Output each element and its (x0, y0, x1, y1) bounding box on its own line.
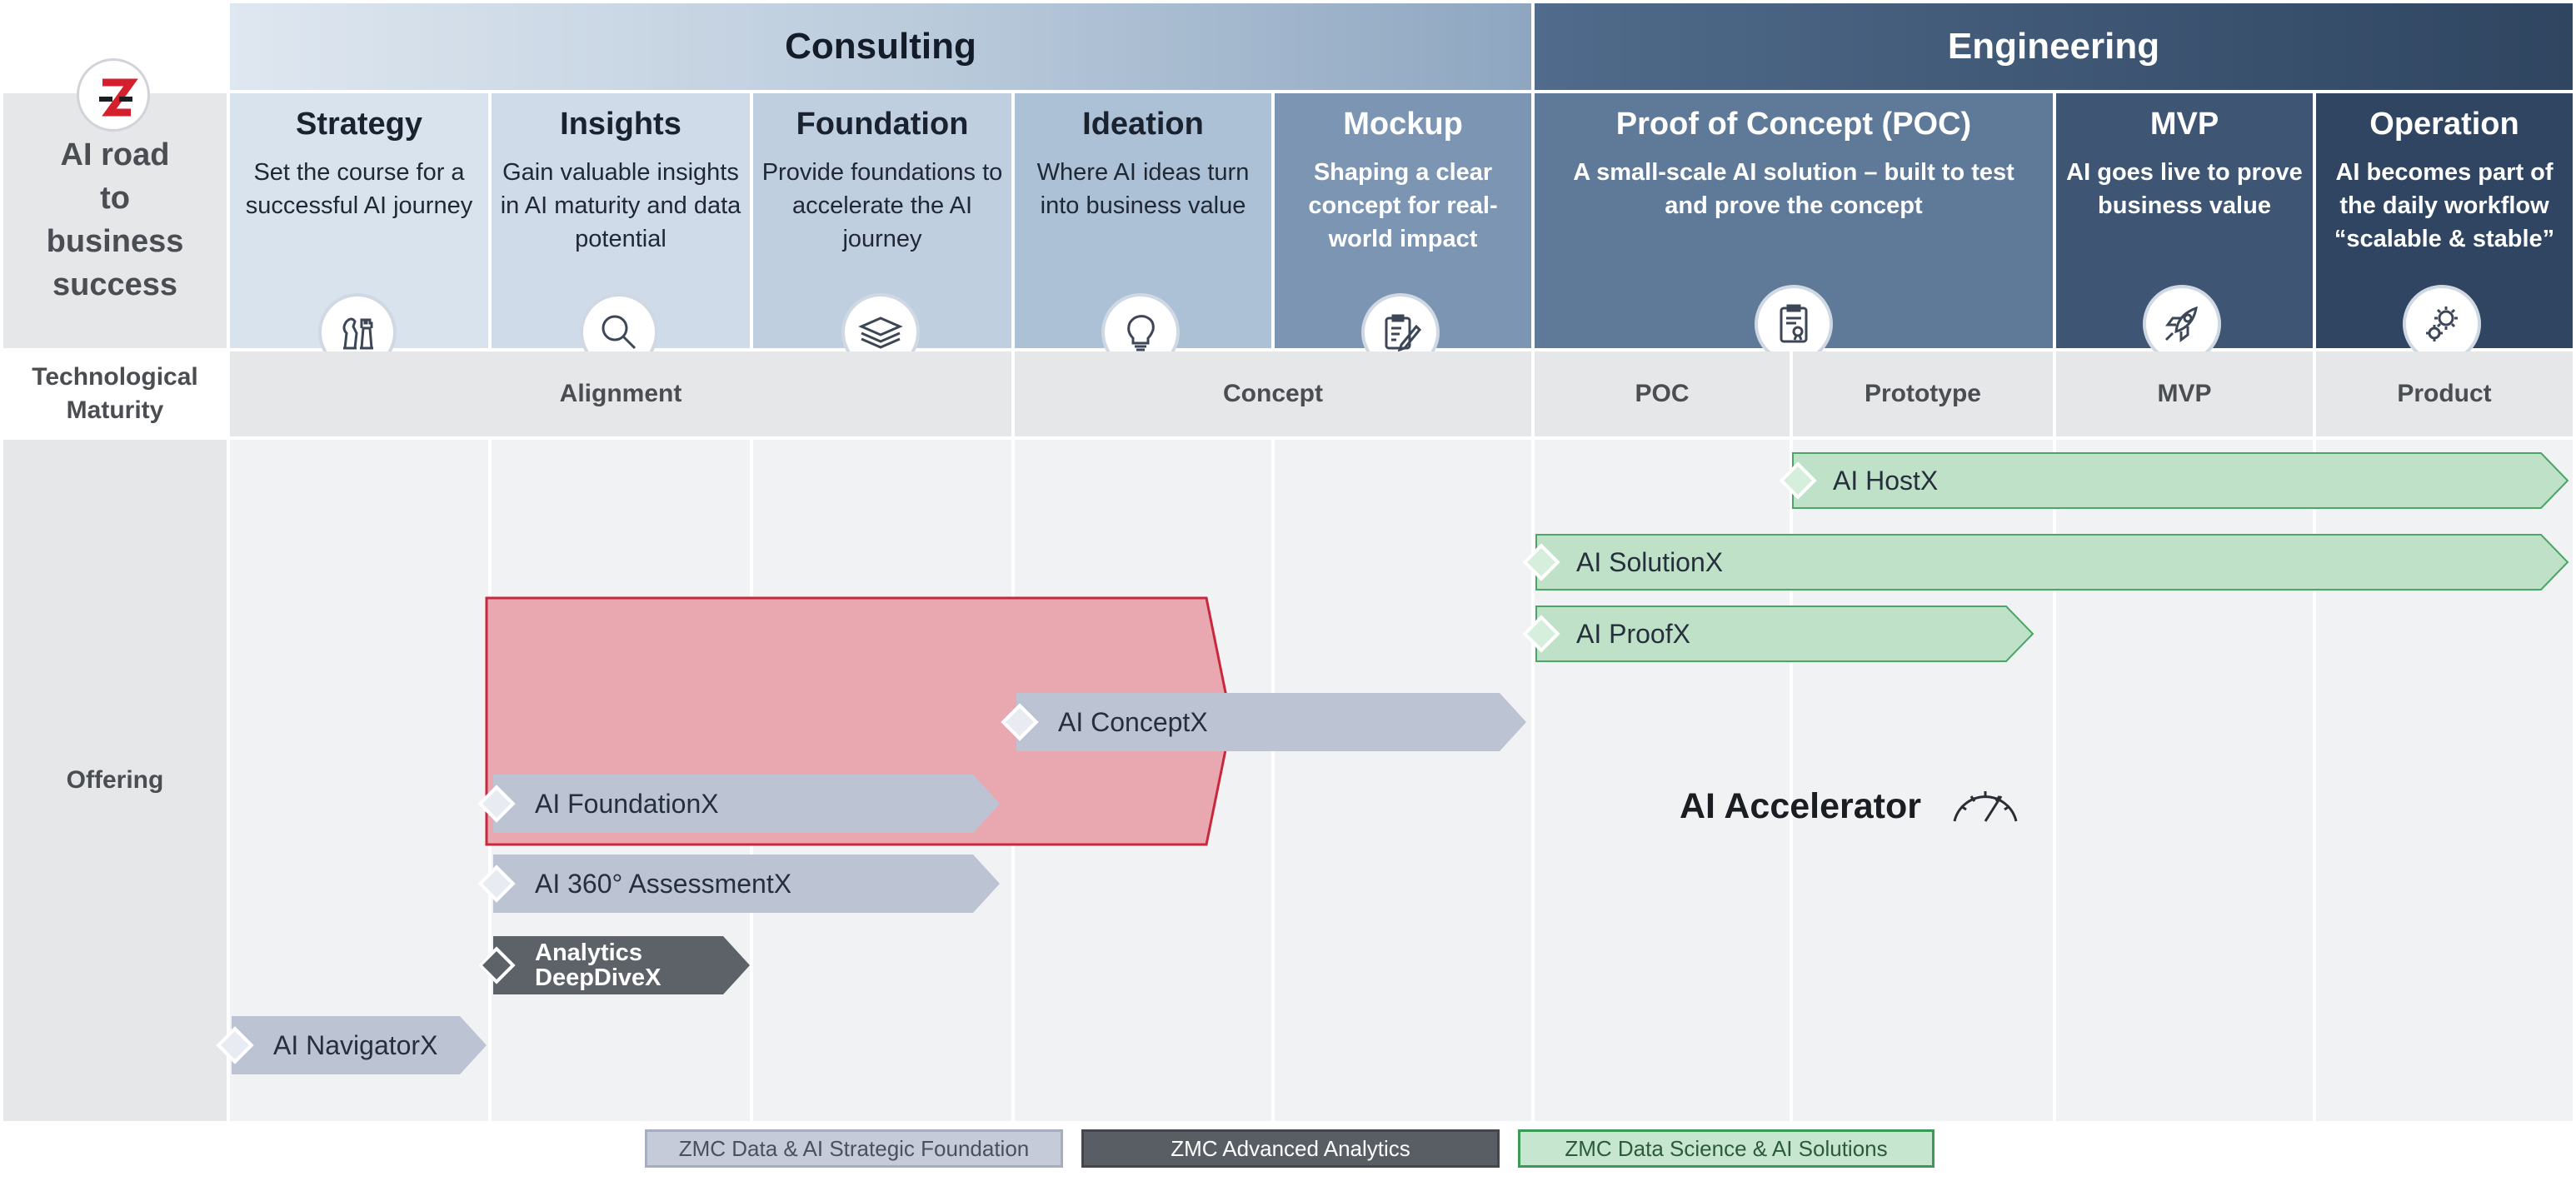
phase-foundation: Foundation Provide foundations to accele… (753, 93, 1011, 348)
road-title: AI road to business success (3, 133, 227, 306)
ai-conceptx-label: AI ConceptX (1058, 706, 1208, 737)
maturity-row (230, 351, 2573, 436)
legend-advanced-analytics: ZMC Advanced Analytics (1081, 1129, 1500, 1168)
phase-title: Mockup (1343, 107, 1463, 142)
road-title-line-1: AI road (60, 137, 170, 172)
ai-solutionx-label: AI SolutionX (1576, 546, 1724, 577)
legend-strategic-foundation: ZMC Data & AI Strategic Foundation (645, 1129, 1063, 1168)
road-title-line-3: business (46, 224, 184, 259)
consulting-title: Consulting (785, 26, 976, 67)
grid-line (2053, 440, 2056, 1121)
zmc-logo (77, 58, 150, 132)
ai-360-assessmentx-label: AI 360° AssessmentX (535, 868, 792, 899)
ai-proofx-bar[interactable]: AI ProofX (1535, 605, 2036, 663)
ai-360-assessmentx-bar[interactable]: AI 360° AssessmentX (493, 855, 1000, 913)
phase-title: Operation (2369, 107, 2519, 142)
grid-line (2313, 440, 2316, 1121)
ai-foundationx-label: AI FoundationX (535, 788, 719, 819)
maturity-alignment: Alignment (559, 380, 682, 407)
speedometer-icon (1948, 778, 2023, 832)
left-header-cell (3, 93, 227, 348)
ai-proofx-label: AI ProofX (1576, 618, 1690, 649)
ai-accelerator-label: AI Accelerator (1680, 786, 1921, 826)
phase-description: Gain valuable insights in AI maturity an… (500, 159, 741, 252)
phase-description: AI becomes part of the daily workflow “s… (2334, 159, 2555, 252)
phase-title: Insights (560, 107, 681, 142)
phase-description: Shaping a clear concept for real-world i… (1308, 159, 1498, 252)
clipboard-certificate-icon (1755, 285, 1833, 363)
phase-title: Foundation (796, 107, 969, 142)
maturity-mvp: MVP (2157, 380, 2212, 407)
ai-hostx-bar[interactable]: AI HostX (1791, 451, 2571, 510)
phase-title: Proof of Concept (POC) (1615, 107, 1972, 142)
road-title-line-4: success (52, 267, 177, 302)
engineering-band: Engineering (1535, 3, 2573, 90)
zmc-z-logo-icon (99, 78, 138, 117)
phase-title: Ideation (1082, 107, 1204, 142)
consulting-band: Consulting (230, 3, 1531, 90)
divider (2053, 351, 2056, 436)
divider (227, 351, 230, 436)
grid-line (1531, 440, 1535, 1121)
phase-title: MVP (2149, 107, 2219, 142)
ai-hostx-label: AI HostX (1833, 465, 1939, 496)
ai-foundationx-bar[interactable]: AI FoundationX (493, 775, 1000, 833)
phase-strategy: Strategy Set the course for a successful… (230, 93, 488, 348)
divider (1531, 351, 1535, 436)
phase-description: AI goes live to prove business value (2066, 159, 2303, 219)
offering-label: Offering (66, 766, 164, 794)
deepdive-label-line-1: Analytics (535, 939, 642, 966)
deepdive-label-line-2: DeepDiveX (535, 964, 661, 991)
divider (1011, 351, 1015, 436)
divider (1790, 351, 1793, 436)
maturity-prototype: Prototype (1864, 380, 1981, 407)
ai-conceptx-bar[interactable]: AI ConceptX (1016, 693, 1526, 751)
ai-navigatorx-bar[interactable]: AI NavigatorX (232, 1016, 487, 1074)
maturity-concept: Concept (1223, 380, 1323, 407)
maturity-label-line-1: Technological (32, 363, 198, 391)
phase-description: Provide foundations to accelerate the AI… (761, 159, 1003, 252)
phase-title: Strategy (295, 107, 423, 142)
phase-description: Set the course for a successful AI journ… (245, 159, 473, 219)
road-title-line-2: to (100, 181, 130, 216)
maturity-label-line-2: Maturity (66, 396, 164, 424)
offering-left-cell (3, 440, 227, 1121)
engineering-title: Engineering (1947, 26, 2160, 67)
legend-data-science: ZMC Data Science & AI Solutions (1518, 1129, 1934, 1168)
phase-description: Where AI ideas turn into business value (1036, 159, 1250, 219)
grid-line (1790, 440, 1793, 1121)
grid-line (1271, 440, 1275, 1121)
phase-description: A small-scale AI solution – built to tes… (1573, 159, 2014, 219)
maturity-poc: POC (1635, 380, 1690, 407)
maturity-product: Product (2397, 380, 2492, 407)
divider (2313, 351, 2316, 436)
ai-solutionx-bar[interactable]: AI SolutionX (1535, 533, 2571, 591)
ai-navigatorx-label: AI NavigatorX (273, 1029, 438, 1060)
